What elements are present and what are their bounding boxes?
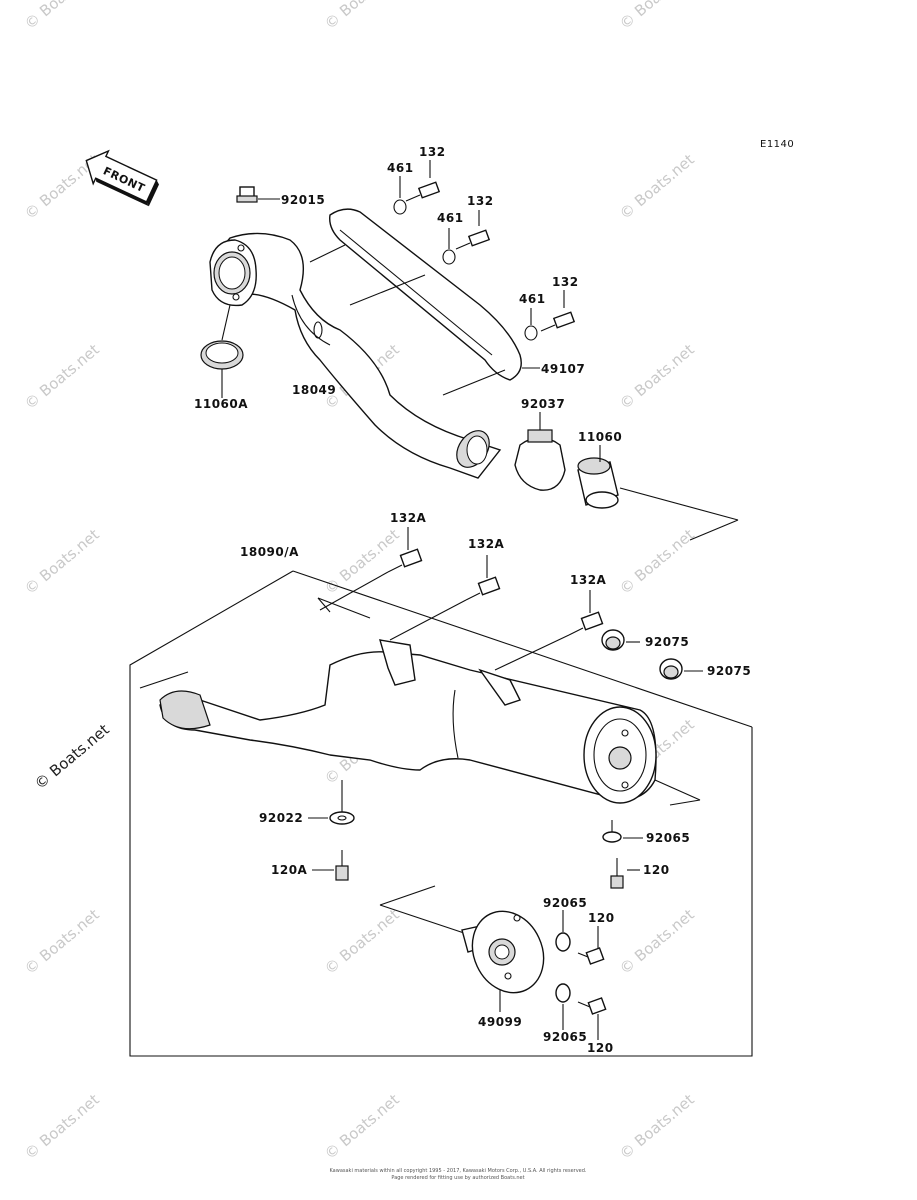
part-label: 92022 bbox=[259, 811, 303, 825]
watermark: © Boats.net bbox=[616, 1090, 698, 1163]
part-label: 92075 bbox=[707, 664, 751, 678]
watermark: © Boats.net bbox=[31, 720, 113, 793]
part-label: 92037 bbox=[521, 397, 565, 411]
part-label: 120 bbox=[587, 1041, 614, 1055]
part-label: 92065 bbox=[646, 831, 690, 845]
part-label: 120 bbox=[588, 911, 615, 925]
washer-461-c bbox=[524, 308, 538, 341]
bolt-132a-1 bbox=[319, 527, 423, 611]
bolt-132-a bbox=[405, 160, 441, 202]
bolt-120-c bbox=[577, 997, 607, 1040]
watermark: © Boats.net bbox=[21, 1090, 103, 1163]
bolt-120-b bbox=[577, 926, 605, 965]
part-label: 132A bbox=[468, 537, 505, 551]
clamp bbox=[514, 412, 566, 491]
part-label: 461 bbox=[519, 292, 546, 306]
bolt-132a-3 bbox=[494, 590, 604, 671]
watermark: © Boats.net bbox=[21, 340, 103, 413]
watermark: © Boats.net bbox=[616, 340, 698, 413]
washer-92065-c bbox=[555, 983, 571, 1030]
part-labels: 92015 461 132 461 132 461 132 49107 1106… bbox=[194, 145, 751, 1055]
gasket-11060 bbox=[577, 445, 739, 541]
footer-line-1: Kawasaki materials within all copyright … bbox=[329, 1168, 586, 1174]
bolt-120-a bbox=[610, 858, 640, 889]
part-label: 461 bbox=[437, 211, 464, 225]
watermark: © Boats.net bbox=[616, 150, 698, 223]
part-label: 132 bbox=[467, 194, 494, 208]
washer-461-a bbox=[393, 176, 407, 215]
part-label: 18090/A bbox=[240, 545, 299, 559]
watermark: © Boats.net bbox=[21, 525, 103, 598]
footer: Kawasaki materials within all copyright … bbox=[329, 1168, 586, 1181]
part-label: 92075 bbox=[645, 635, 689, 649]
part-label: 132A bbox=[570, 573, 607, 587]
bolt-132-c bbox=[540, 290, 576, 332]
part-label: 461 bbox=[387, 161, 414, 175]
washer-92065-b bbox=[555, 910, 571, 952]
part-label: 11060 bbox=[578, 430, 622, 444]
part-label: 11060A bbox=[194, 397, 248, 411]
part-label: 92065 bbox=[543, 896, 587, 910]
watermark: © Boats.net bbox=[321, 905, 403, 978]
watermark: © Boats.net bbox=[616, 905, 698, 978]
washer-92022 bbox=[308, 780, 355, 825]
heat-shield bbox=[309, 208, 540, 396]
gasket-11060a bbox=[200, 340, 244, 398]
bolt-132a-2 bbox=[389, 555, 501, 641]
part-label: 132A bbox=[390, 511, 427, 525]
part-label: 18049 bbox=[292, 383, 336, 397]
bolt-120a bbox=[312, 850, 349, 881]
part-label: 92015 bbox=[281, 193, 325, 207]
exhaust-pipe bbox=[209, 232, 502, 479]
diagram-code: E1140 bbox=[760, 139, 794, 150]
footer-line-2: Page rendered for fitting use by authori… bbox=[391, 1175, 524, 1181]
watermark: © Boats.net bbox=[321, 0, 403, 33]
watermark: © Boats.net bbox=[21, 905, 103, 978]
part-label: 49107 bbox=[541, 362, 585, 376]
grommet-92075-a bbox=[601, 629, 640, 651]
watermark: © Boats.net bbox=[21, 0, 103, 33]
part-label: 92065 bbox=[543, 1030, 587, 1044]
assembly-frame bbox=[129, 570, 753, 1057]
part-label: 120A bbox=[271, 863, 308, 877]
bolt-132-b bbox=[455, 210, 491, 250]
washer-461-b bbox=[442, 228, 456, 265]
spark-arrester bbox=[379, 885, 545, 1012]
part-label: 120 bbox=[643, 863, 670, 877]
washer-92065-a bbox=[602, 820, 643, 843]
grommet-92075-b bbox=[659, 658, 703, 680]
stud-bolt-92015 bbox=[236, 186, 280, 203]
watermark: © Boats.net bbox=[321, 1090, 403, 1163]
muffler bbox=[139, 597, 701, 806]
part-label: 132 bbox=[419, 145, 446, 159]
part-label: 132 bbox=[552, 275, 579, 289]
part-label: 49099 bbox=[478, 1015, 522, 1029]
watermark: © Boats.net bbox=[616, 0, 698, 33]
watermark: © Boats.net bbox=[616, 525, 698, 598]
